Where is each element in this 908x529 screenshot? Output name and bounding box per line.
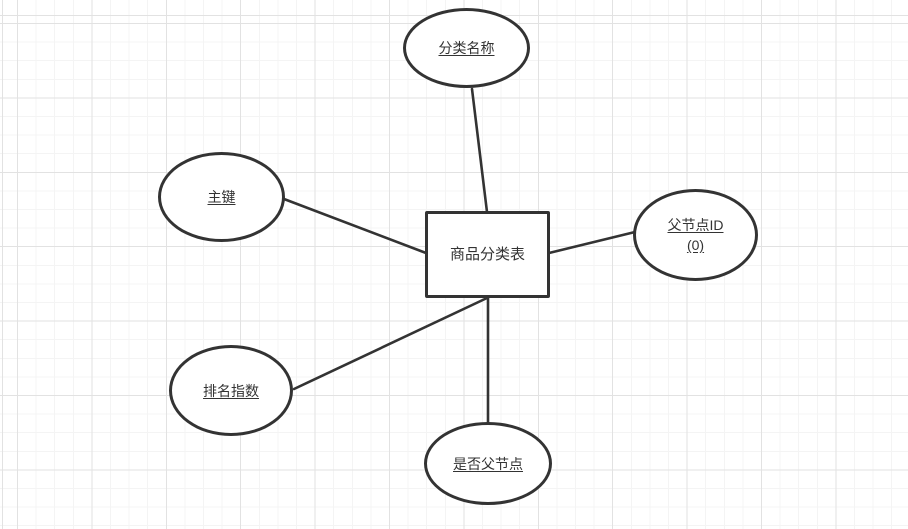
connector-entity-ranking-index xyxy=(292,296,489,391)
connector-entity-category-name xyxy=(470,87,489,214)
attribute-label-ranking-index: 排名指数 xyxy=(203,382,259,399)
entity-node-product-category-table[interactable]: 商品分类表 xyxy=(425,211,550,298)
attribute-label-primary-key: 主键 xyxy=(207,189,236,205)
attribute-node-primary-key[interactable]: 主键 xyxy=(158,152,285,242)
connector-entity-parent-node-id xyxy=(547,230,637,255)
attribute-label-category-name: 分类名称 xyxy=(438,40,495,56)
attribute-label-parent-node-id: 父节点ID xyxy=(667,217,724,233)
attribute-label-parent-node-id-line2: (0) xyxy=(686,237,705,253)
attribute-label-is-parent-node: 是否父节点 xyxy=(453,455,523,472)
attribute-node-category-name[interactable]: 分类名称 xyxy=(403,8,530,88)
attribute-node-is-parent-node[interactable]: 是否父节点 xyxy=(424,422,552,505)
connector-entity-primary-key xyxy=(282,197,428,255)
attribute-node-parent-node-id[interactable]: 父节点ID (0) xyxy=(633,189,758,281)
attribute-node-ranking-index[interactable]: 排名指数 xyxy=(169,345,293,436)
entity-label: 商品分类表 xyxy=(449,245,525,263)
